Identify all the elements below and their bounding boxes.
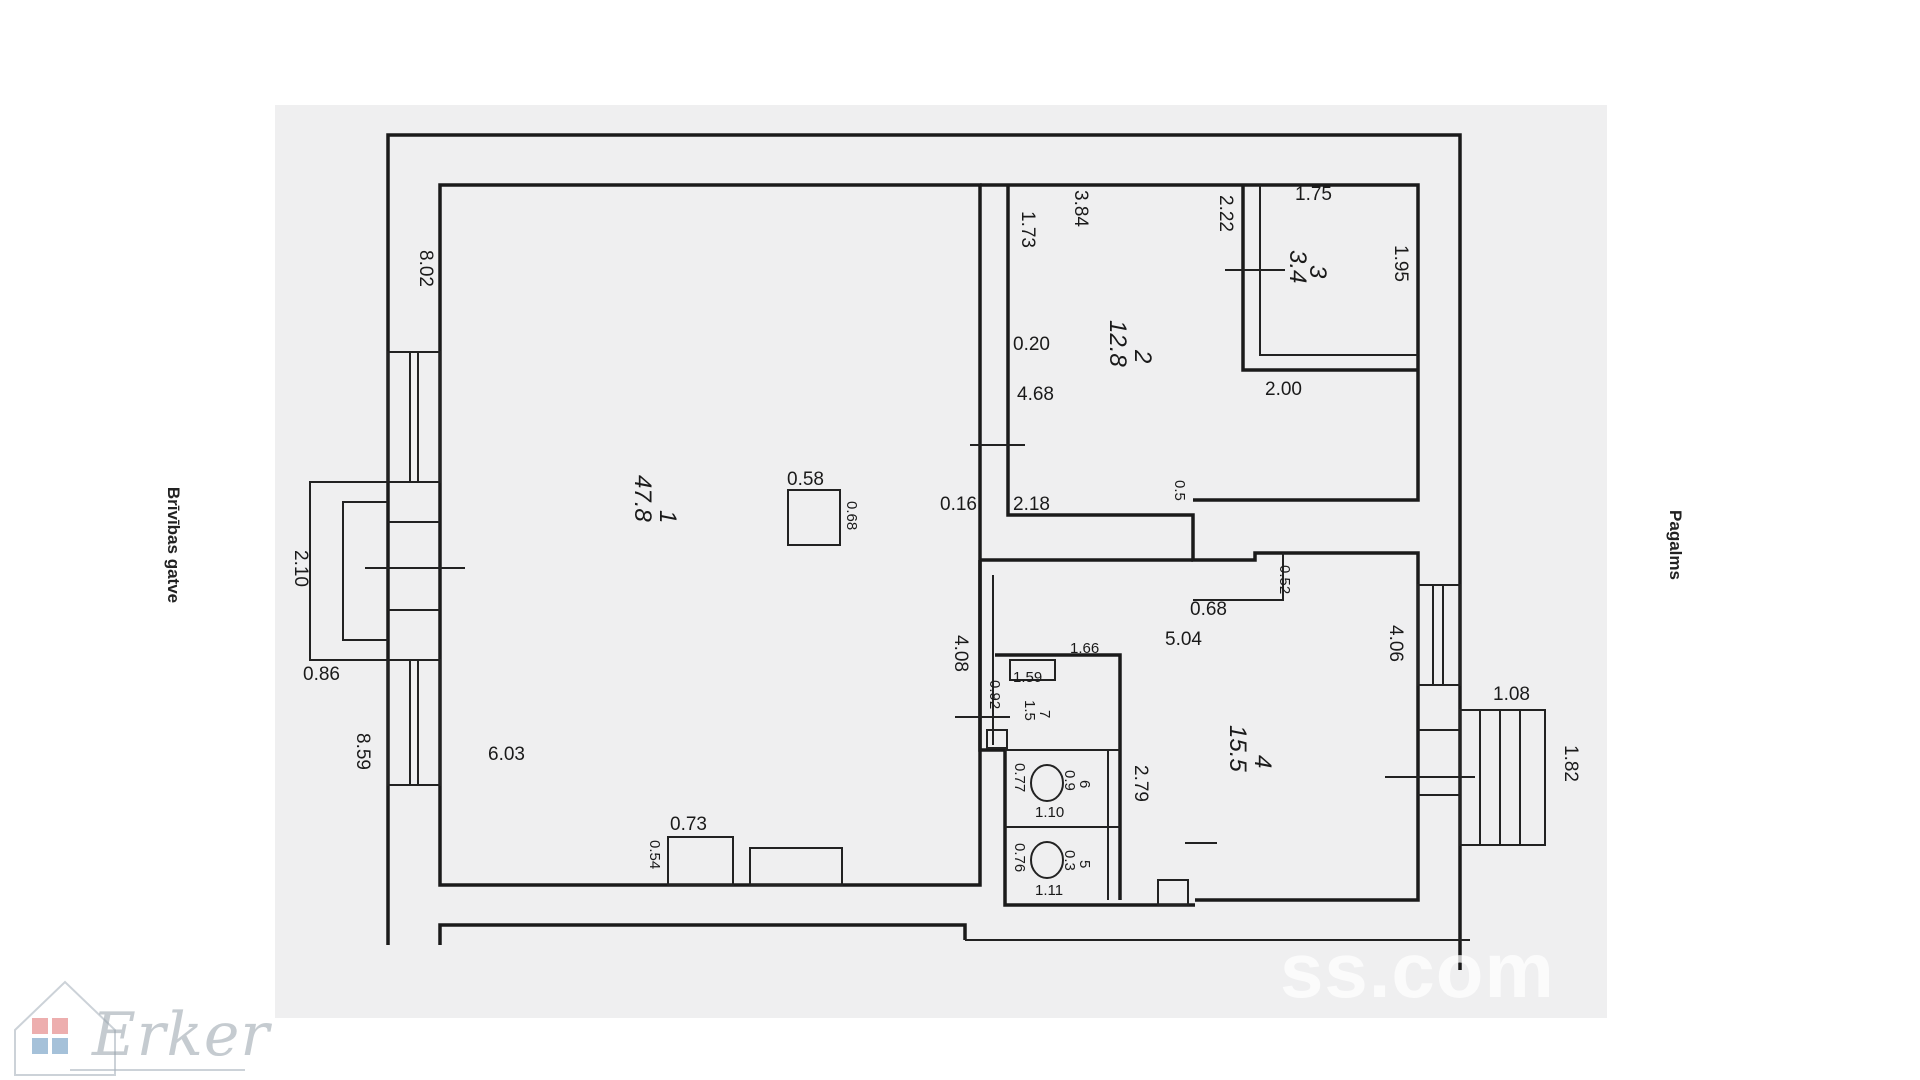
room-1-label: 1 47.8 — [629, 475, 681, 523]
dim-0-77: 0.77 — [1011, 763, 1028, 792]
room-5-label: 5 0.3 — [1061, 850, 1093, 871]
toilet-icon-5 — [1030, 841, 1064, 879]
dim-6-03: 6.03 — [488, 744, 525, 765]
room-3-area: 3.4 — [1284, 250, 1311, 283]
window-right — [1417, 584, 1461, 686]
dim-0-68b: 0.68 — [1190, 599, 1227, 620]
erker-watermark: Erker — [92, 1000, 271, 1070]
outer-wall-bottom — [438, 923, 967, 945]
dim-1-73: 1.73 — [1017, 211, 1038, 248]
room-3-outline — [1241, 185, 1418, 372]
room-6-label: 6 0.9 — [1061, 770, 1093, 791]
room-2-label: 2 12.8 — [1104, 320, 1156, 367]
dim-1-08: 1.08 — [1493, 684, 1530, 705]
dim-4-08: 4.08 — [950, 635, 971, 672]
entrance-left — [309, 481, 465, 661]
column — [787, 489, 841, 546]
dim-0-54: 0.54 — [646, 840, 663, 869]
dim-0-68a: 0.68 — [843, 501, 860, 530]
dim-1-75: 1.75 — [1295, 184, 1332, 205]
room-2-number: 2 — [1129, 349, 1156, 363]
dim-0-16: 0.16 — [940, 494, 977, 515]
dim-1-59: 1.59 — [1013, 669, 1042, 686]
toilet-icon-6 — [1030, 764, 1064, 802]
room-5-number: 5 — [1076, 860, 1093, 868]
room-4-label: 4 15.5 — [1224, 725, 1276, 772]
room-4-number: 4 — [1249, 755, 1276, 768]
toilet-box-1 — [1009, 659, 1056, 681]
room-1-outline — [438, 183, 982, 887]
dim-1-11: 1.11 — [1035, 882, 1063, 899]
radiator-2 — [749, 847, 843, 886]
toilet-box-2 — [986, 729, 1008, 749]
dim-1-10: 1.10 — [1035, 804, 1064, 821]
dim-4-06: 4.06 — [1385, 625, 1406, 662]
dim-0-86: 0.86 — [303, 664, 340, 685]
dim-0-20: 0.20 — [1013, 334, 1050, 355]
room-1-area: 47.8 — [629, 475, 656, 522]
room-7-label: 7 1.5 — [1021, 700, 1053, 721]
erker-logo-icon — [14, 980, 245, 1076]
dim-2-10: 2.10 — [290, 550, 311, 587]
room-7-area: 1.5 — [1021, 700, 1038, 721]
window-left-bottom — [387, 659, 441, 786]
street-label: Brīvības gatve — [164, 486, 183, 604]
dim-0-58: 0.58 — [787, 469, 824, 490]
dim-2-79: 2.79 — [1130, 765, 1151, 802]
floor-plan-sheet: 1 47.8 2 12.8 3 3.4 4 15.5 7 1.5 6 0.9 5… — [275, 105, 1607, 1018]
dim-1-66: 1.66 — [1070, 640, 1099, 657]
radiator-1 — [667, 836, 734, 886]
outer-wall — [386, 133, 1462, 970]
entrance-steps-right — [1385, 709, 1546, 846]
dim-0-73: 0.73 — [670, 814, 707, 835]
room-3-label: 3 3.4 — [1284, 250, 1331, 283]
dim-2-18: 2.18 — [1013, 494, 1050, 515]
dim-4-68: 4.68 — [1017, 384, 1054, 405]
room-7-number: 7 — [1036, 710, 1053, 718]
yard-label: Pagalms — [1666, 510, 1685, 580]
dim-0-52: 0.52 — [1276, 565, 1293, 594]
dim-8-02: 8.02 — [415, 250, 436, 287]
room-1-number: 1 — [654, 510, 681, 523]
room-6-area: 0.9 — [1061, 770, 1078, 791]
room-5-area: 0.3 — [1061, 850, 1078, 871]
dim-1-95: 1.95 — [1390, 245, 1411, 282]
meter-box — [1157, 879, 1189, 906]
ss-watermark: ss.com — [1280, 926, 1555, 1014]
dim-0-92: 0.92 — [986, 680, 1003, 709]
floor-plan-drawing: 1 47.8 2 12.8 3 3.4 4 15.5 7 1.5 6 0.9 5… — [290, 133, 1581, 970]
dim-2-00: 2.00 — [1265, 379, 1302, 400]
room-4-area: 15.5 — [1224, 725, 1251, 772]
dim-0-5: 0.5 — [1171, 480, 1188, 501]
dim-0-76: 0.76 — [1011, 843, 1028, 872]
room-6-number: 6 — [1076, 780, 1093, 788]
room-3-number: 3 — [1304, 265, 1331, 279]
dim-1-82: 1.82 — [1560, 745, 1581, 782]
dim-5-04: 5.04 — [1165, 629, 1202, 650]
window-left-top — [387, 351, 441, 483]
dim-8-59: 8.59 — [352, 733, 373, 770]
dim-2-22: 2.22 — [1215, 195, 1236, 232]
dim-3-84: 3.84 — [1070, 190, 1091, 227]
room-2-area: 12.8 — [1104, 320, 1131, 367]
